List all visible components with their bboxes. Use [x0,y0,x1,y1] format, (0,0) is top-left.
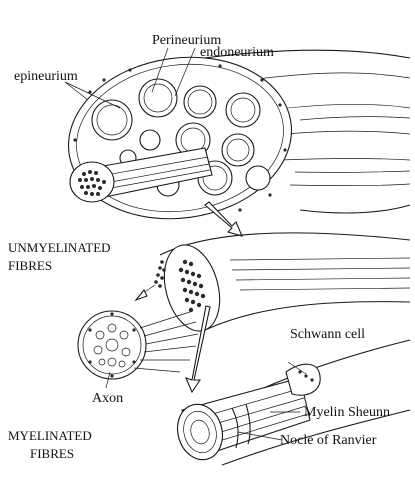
nerve-trunk [58,43,410,233]
label-unmyelinated-line1: UNMYELINATED [8,240,111,255]
label-myelin-sheath: Myelin Sheunn [304,405,390,420]
label-unmyelinated-line2: FIBRES [8,258,52,273]
label-schwann-cell: Schwann cell [290,327,365,342]
label-myelinated-line1: MYELINATED [8,428,92,443]
unmyelinated-bundle [136,233,410,337]
label-axon: Axon [92,391,123,406]
label-endoneurium: endoneurium [200,45,274,60]
label-epineurium: epineurium [14,69,78,84]
label-myelinated-line2: FIBRES [30,446,74,461]
label-node-of-ranvier: Nocle of Ranvier [280,433,377,448]
